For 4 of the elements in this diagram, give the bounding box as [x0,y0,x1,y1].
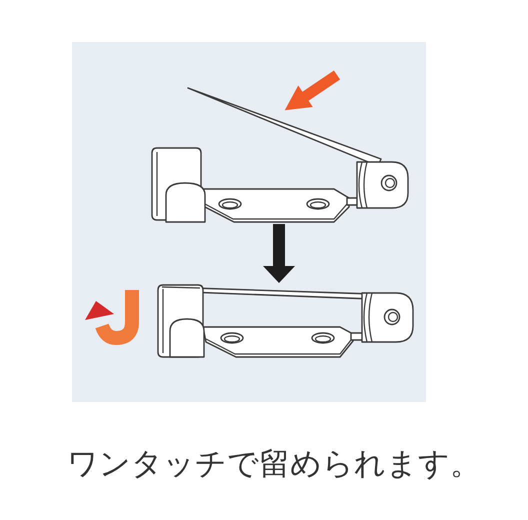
brooch-pin-drawing [150,86,410,224]
brooch-pin-drawing [156,283,415,360]
caption: ワンタッチで留められます。 [67,445,481,484]
arrow [263,224,295,283]
